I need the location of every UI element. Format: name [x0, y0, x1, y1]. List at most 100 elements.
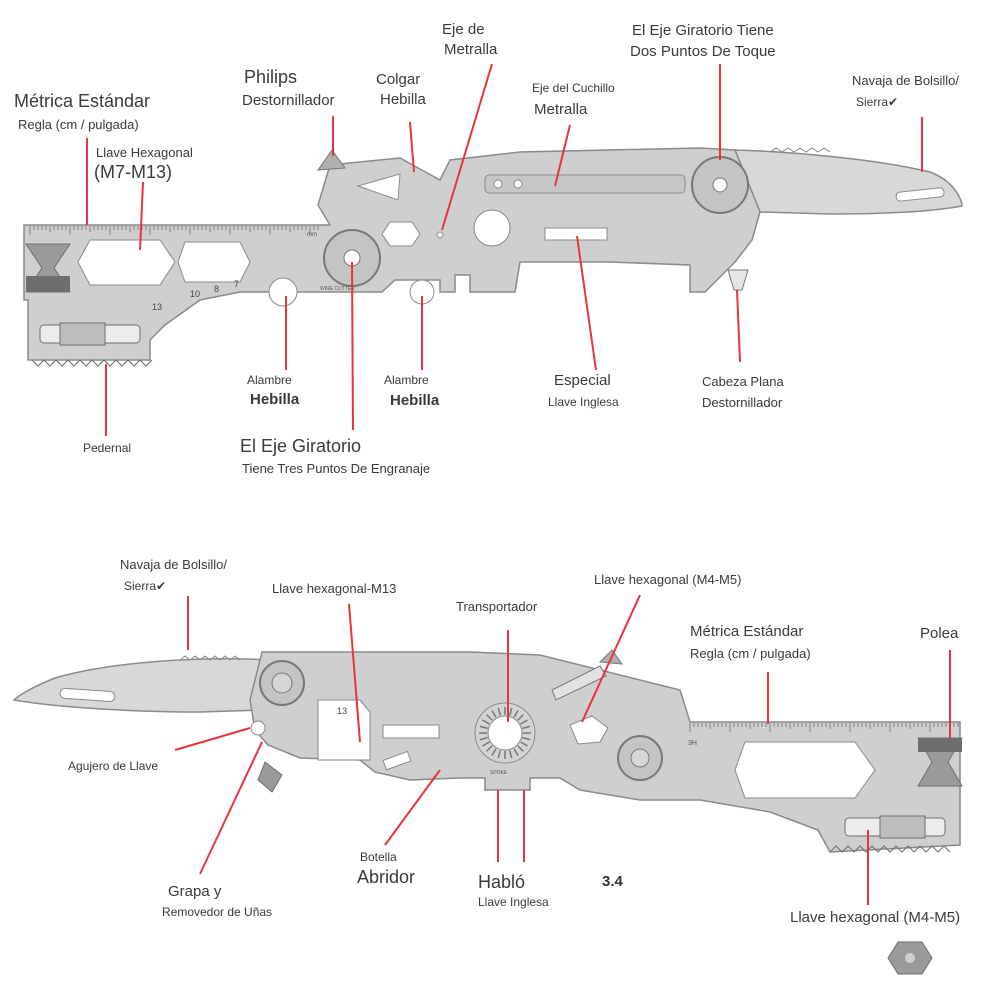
- bottom-saw-teeth: [179, 655, 241, 661]
- protractor-tick: [482, 719, 490, 725]
- label-hex-top-2: (M7-M13): [94, 162, 173, 182]
- label-spoke-1: Habló: [478, 872, 526, 892]
- bottom-spoke-text: SPOKE: [490, 770, 508, 776]
- label-hex-top-1: Llave Hexagonal: [96, 145, 193, 160]
- label-flat-1: Cabeza Plana: [702, 374, 784, 389]
- label-staple-2: Removedor de Uñas: [162, 905, 273, 919]
- protractor-tick: [522, 736, 531, 741]
- top-knife-slot: [484, 174, 686, 194]
- top-tool: mm 13 10 8 7 WIRE CUTTER: [23, 147, 963, 367]
- label-axis-2: Tiene Tres Puntos De Engranaje: [242, 461, 431, 476]
- top-hex-nut-hole: [381, 221, 421, 247]
- protractor-tick: [513, 710, 519, 718]
- label-knife-shaft-1: Eje del Cuchillo: [532, 81, 615, 95]
- protractor-tick: [479, 725, 488, 730]
- top-saw-teeth: [769, 147, 831, 153]
- label-hex13: Llave hexagonal-M13: [272, 581, 397, 596]
- label-ruler-top-1: Métrica Estándar: [14, 91, 151, 111]
- bottom-key-hole: [250, 720, 266, 736]
- protractor-tick: [491, 748, 497, 756]
- label-philips-2: Destornillador: [242, 92, 335, 109]
- protractor-tick: [522, 725, 531, 730]
- bottom-flint-teeth: [829, 845, 951, 853]
- top-ruler-number: 10: [190, 289, 200, 299]
- top-wire-cutter-text: WIRE CUTTER: [320, 286, 355, 292]
- top-wire-hole-1: [268, 277, 298, 307]
- protractor-tick: [508, 750, 513, 759]
- bottom-hex45-hole: [569, 715, 609, 745]
- top-body: [23, 147, 761, 361]
- label-axis-1: El Eje Giratorio: [240, 436, 362, 456]
- label-blade-top-2: Sierra✔: [856, 95, 899, 109]
- label-special-1: Especial: [554, 372, 611, 389]
- protractor-tick: [520, 741, 528, 747]
- label-hang-1: Colgar: [376, 71, 421, 88]
- label-hang-2: Hebilla: [380, 91, 426, 108]
- bottom-staple-remover: [257, 761, 283, 793]
- label-blade-top-1: Navaja de Bolsillo/: [852, 73, 959, 88]
- bottom-large-hex-cutout: [734, 741, 876, 799]
- bottom-blade-hole: [59, 687, 116, 703]
- label-key-hole: Agujero de Llave: [68, 759, 159, 773]
- bottom-tool: 3H 13 SPOKE 3.4: [12, 649, 963, 975]
- protractor-tick: [486, 745, 493, 752]
- figure-number: 3.4: [602, 873, 624, 890]
- label-blade-bottom-1: Navaja de Bolsillo/: [120, 557, 227, 572]
- top-special-wrench-slot: [544, 227, 608, 241]
- protractor-tick: [517, 714, 524, 721]
- protractor-tick: [497, 707, 502, 716]
- label-shaft-1: Eje de: [442, 21, 485, 38]
- label-pulley: Polea: [920, 625, 959, 642]
- label-philips-1: Philips: [244, 67, 298, 87]
- top-hex-cutout-small: [177, 241, 251, 283]
- label-special-2: Llave Inglesa: [548, 395, 619, 409]
- top-ruler-number: 8: [214, 284, 219, 294]
- leader-lines: [86, 63, 951, 905]
- bottom-ruler-ticks: [689, 723, 959, 732]
- bottom-hex-number: 13: [337, 706, 347, 716]
- bottom-blade: [12, 658, 271, 713]
- top-ruler-ticks: [29, 226, 319, 235]
- top-hang-buckle-hole: [356, 173, 401, 201]
- protractor-tick: [479, 736, 488, 741]
- top-philips-tip: [316, 149, 346, 171]
- label-hex45-top: Llave hexagonal (M4-M5): [594, 572, 742, 587]
- top-flint-teeth: [31, 359, 153, 367]
- label-blade-bottom-2: Sierra✔: [124, 579, 167, 593]
- label-spoke-2: Llave Inglesa: [478, 895, 549, 909]
- protractor-tick: [497, 750, 502, 759]
- label-protractor: Transportador: [456, 599, 538, 614]
- top-blade: [733, 149, 963, 215]
- top-blade-hole: [895, 187, 945, 202]
- top-flat-head-tip: [727, 269, 749, 291]
- label-ruler-bottom-2: Regla (cm / pulgada): [690, 646, 811, 661]
- protractor-tick: [482, 741, 490, 747]
- label-wire2-1: Alambre: [384, 373, 429, 387]
- label-pivot-2: Dos Puntos De Toque: [630, 43, 776, 60]
- label-ruler-top-2: Regla (cm / pulgada): [18, 117, 139, 132]
- protractor-tick: [513, 748, 519, 756]
- label-hex45-bottom: Llave hexagonal (M4-M5): [790, 909, 961, 926]
- label-staple-1: Grapa y: [168, 883, 222, 900]
- top-ruler-number: 7: [234, 279, 239, 289]
- label-knife-shaft-2: Metralla: [534, 101, 588, 118]
- protractor-tick: [486, 714, 493, 721]
- top-shaft-hole: [473, 209, 511, 247]
- protractor-tick: [491, 710, 497, 718]
- protractor-tick: [508, 707, 513, 716]
- label-blade-top-2-text: Sierra: [856, 95, 889, 109]
- label-flint: Pedernal: [83, 441, 132, 455]
- bottom-ruler-unit: 3H: [688, 740, 697, 747]
- check-icon: ✔: [888, 95, 899, 109]
- label-wire1-1: Alambre: [247, 373, 292, 387]
- top-ruler-unit: mm: [307, 232, 317, 238]
- top-hex-cutout-large: [77, 239, 176, 286]
- label-ruler-bottom-1: Métrica Estándar: [690, 623, 804, 640]
- top-ruler-number: 13: [152, 302, 162, 312]
- label-wire2-2: Hebilla: [390, 392, 440, 409]
- label-blade-bottom-2-text: Sierra: [124, 579, 157, 593]
- label-bottle-1: Botella: [360, 850, 397, 864]
- check-icon: ✔: [156, 579, 167, 593]
- protractor-tick: [517, 745, 524, 752]
